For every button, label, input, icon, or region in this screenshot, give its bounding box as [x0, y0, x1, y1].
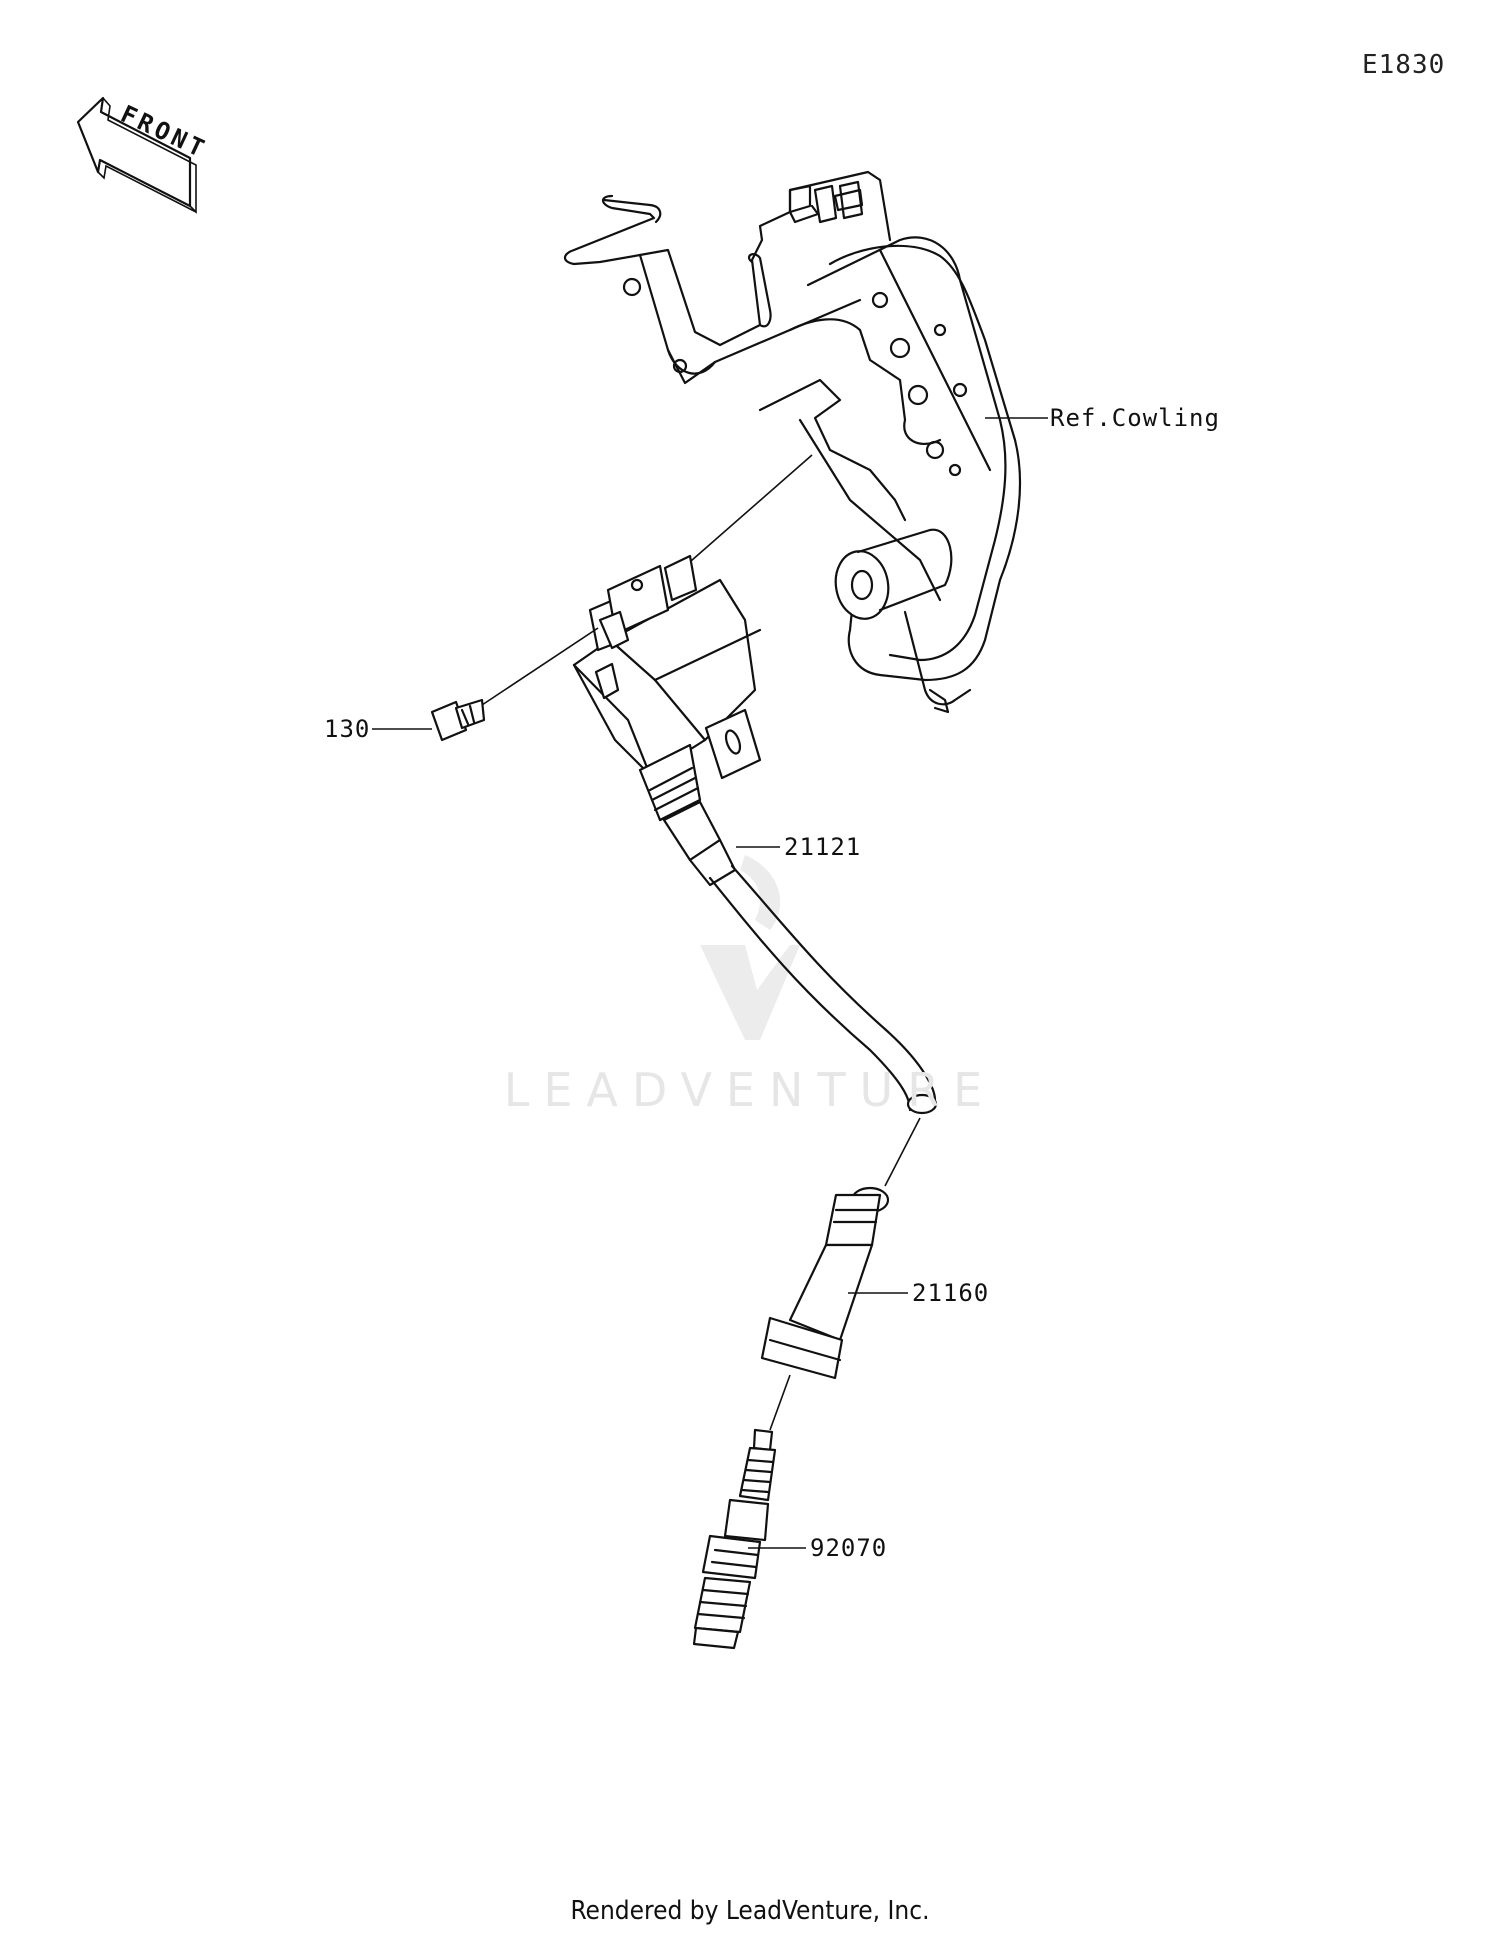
plug-cap-21160 — [760, 1117, 921, 1431]
watermark-text: LEADVENTURE — [503, 1063, 997, 1117]
callout-130[interactable]: 130 — [324, 715, 371, 743]
bolt-130 — [430, 627, 599, 742]
callout-21160[interactable]: 21160 — [912, 1279, 990, 1307]
cowling-bracket — [563, 170, 1022, 714]
callout-21121[interactable]: 21121 — [784, 833, 862, 861]
assembly-leader-line — [674, 454, 813, 576]
ignition-coil — [572, 554, 938, 1115]
callout-leaders — [372, 417, 1048, 1549]
diagram-code: E1830 — [1362, 50, 1446, 80]
callout-ref-cowling[interactable]: Ref.Cowling — [1050, 404, 1220, 432]
front-arrow-icon — [76, 96, 197, 214]
spark-plug-92070 — [692, 1428, 777, 1650]
callout-92070[interactable]: 92070 — [810, 1534, 888, 1562]
footer-credit: Rendered by LeadVenture, Inc. — [570, 1896, 930, 1926]
